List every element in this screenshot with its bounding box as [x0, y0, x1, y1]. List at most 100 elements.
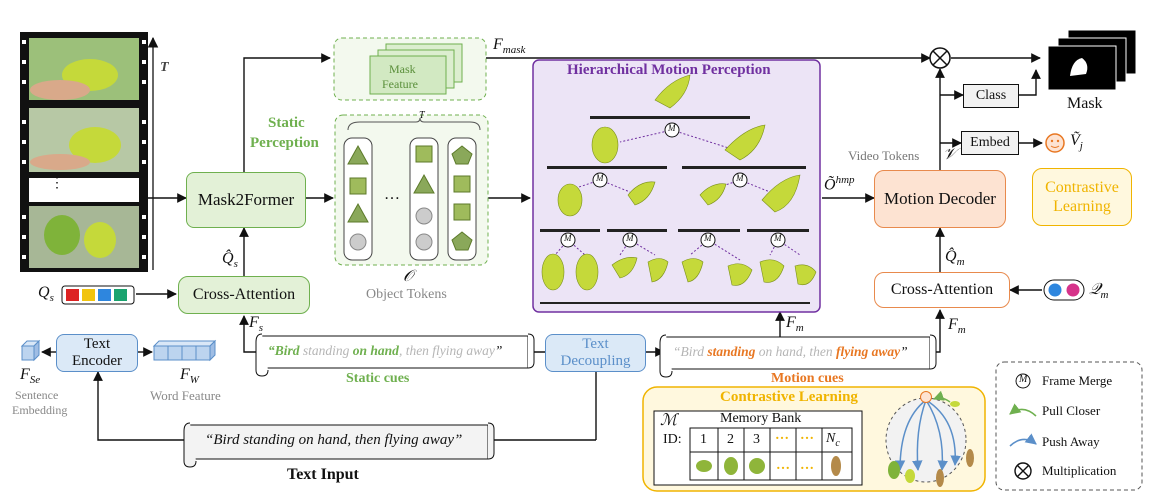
- memory-id-2: 2: [727, 432, 734, 447]
- memory-id-3: 3: [753, 432, 760, 447]
- hmp-title: Hierarchical Motion Perception: [567, 62, 771, 78]
- qm-hat-label: Q̂m: [945, 248, 965, 269]
- text-input-scroll: [183, 422, 495, 468]
- motion-cue-scroll: [659, 334, 937, 378]
- cross-attention-motion-box: Cross-Attention: [874, 272, 1010, 308]
- legend-push-icon: [1009, 433, 1037, 447]
- static-perception-line1: Static: [268, 115, 305, 131]
- class-box: Class: [963, 84, 1019, 108]
- token-ellipsis: …: [384, 186, 400, 203]
- class-label: Class: [975, 88, 1007, 103]
- f-mask-label: Fmask: [493, 36, 526, 57]
- object-token-columns: [343, 137, 477, 261]
- hmp-birds: [541, 74, 817, 291]
- embedding-sphere: [885, 390, 974, 487]
- o-hmp-label: Õhmp: [824, 174, 855, 194]
- text-decoupling-line1: Text: [582, 336, 609, 352]
- memory-symbol: ℳ: [660, 412, 678, 429]
- frame-merge-nodes: [560, 122, 786, 248]
- qs-hat-label: Q̂s: [222, 250, 238, 271]
- memory-ellipsis-4: …: [800, 458, 814, 473]
- legend-pull-icon: [1009, 403, 1037, 417]
- cross-attention-motion-label: Cross-Attention: [890, 281, 994, 298]
- frames-ellipsis: ⋮: [50, 176, 64, 191]
- text-input-quote: “Bird standing on hand, then flying away…: [205, 432, 463, 448]
- v-symbol: 𝒱: [943, 146, 957, 163]
- cross-attention-static-label: Cross-Attention: [192, 286, 296, 303]
- cross-attention-static-box: Cross-Attention: [178, 276, 310, 314]
- qs-label: Qs: [38, 284, 54, 305]
- legend-mult-icon: [1014, 462, 1032, 480]
- mask2former-box: Mask2Former: [186, 172, 306, 228]
- fm-right-label: Fm: [948, 316, 966, 337]
- v-j-label: Ṽj: [1070, 132, 1083, 153]
- motion-cue-text: “Bird standing on hand, then flying away…: [673, 344, 908, 359]
- mask-output-label: Mask: [1067, 95, 1103, 112]
- smiley-icon: [1045, 133, 1065, 153]
- sentence-embedding-line2: Embedding: [12, 403, 68, 417]
- legend-frame-merge: Frame Merge: [1042, 373, 1113, 388]
- qm-label: 𝒬m: [1089, 281, 1109, 302]
- legend-multiplication: Multiplication: [1042, 463, 1117, 478]
- object-tokens-label: Object Tokens: [366, 287, 447, 302]
- memory-ellipsis-2: …: [800, 428, 814, 443]
- legend-pull-closer: Pull Closer: [1042, 403, 1101, 418]
- token-brace-label: T: [419, 110, 425, 121]
- text-encoder-line1: Text: [83, 336, 111, 352]
- legend-push-away: Push Away: [1042, 434, 1100, 449]
- motion-decoder-label: Motion Decoder: [884, 189, 996, 208]
- frame-merge-node-glyph: M: [704, 233, 712, 243]
- contrastive-panel-title: Contrastive Learning: [720, 389, 858, 405]
- contrastive-box-line1: Contrastive: [1045, 179, 1119, 196]
- static-query-icon: [61, 285, 135, 305]
- static-cue-scroll: [255, 333, 535, 377]
- text-input-label: Text Input: [287, 466, 359, 483]
- frame-merge-node-glyph: M: [596, 173, 604, 183]
- fm-top-label: Fm: [786, 314, 804, 335]
- word-feature-icon: [152, 339, 217, 362]
- memory-bank-grid: [689, 427, 853, 481]
- sentence-embedding-line1: Sentence: [15, 388, 59, 402]
- fs-label: Fs: [249, 314, 264, 335]
- mask2former-label: Mask2Former: [197, 190, 295, 209]
- mask-feature-stack: [369, 43, 463, 95]
- text-decoupling-line2: Decoupling: [560, 353, 631, 369]
- memory-ellipsis-1: …: [775, 428, 789, 443]
- embed-box: Embed: [961, 131, 1019, 155]
- memory-id-nc: Nc: [826, 431, 840, 449]
- static-perception-line2: Perception: [250, 135, 319, 151]
- contrastive-learning-box: Contrastive Learning: [1032, 168, 1132, 226]
- time-axis-label: T: [160, 60, 169, 75]
- legend-frame-merge-icon: [1015, 373, 1031, 389]
- sentence-embedding-icon: [20, 339, 41, 362]
- video-tokens-label: Video Tokens: [848, 148, 920, 163]
- static-cues-label: Static cues: [346, 371, 410, 386]
- frame-merge-node-glyph: M: [626, 233, 634, 243]
- static-cue-text: “Bird standing on hand, then flying away…: [268, 343, 503, 358]
- id-label: ID:: [663, 432, 682, 447]
- frame-merge-node-glyph: M: [736, 173, 744, 183]
- memory-id-1: 1: [700, 432, 707, 447]
- video-frames: [20, 32, 159, 272]
- text-encoder-line2: Encoder: [72, 353, 122, 369]
- memory-bank-birds: [696, 456, 841, 476]
- legend-frame-merge-glyph: M: [1019, 374, 1028, 385]
- object-tokens-symbol: 𝒪: [403, 268, 414, 285]
- hmp-bars: [540, 116, 810, 304]
- text-decoupling-box: Text Decoupling: [545, 334, 646, 372]
- contrastive-box-line2: Learning: [1053, 198, 1111, 215]
- memory-ellipsis-3: …: [776, 458, 790, 473]
- motion-query-icon: [1043, 279, 1085, 301]
- fse-label: FSe: [20, 366, 41, 387]
- fw-label: FW: [180, 366, 199, 387]
- text-encoder-box: Text Encoder: [56, 334, 138, 372]
- word-feature-label: Word Feature: [150, 388, 221, 403]
- embed-label: Embed: [970, 135, 1010, 150]
- mask-feature-line2: Feature: [382, 77, 418, 91]
- multiplication-icon: [929, 47, 951, 69]
- frame-merge-node-glyph: M: [564, 233, 572, 243]
- mask-output-stack: [1047, 29, 1137, 91]
- frame-merge-node-glyph: M: [668, 123, 676, 133]
